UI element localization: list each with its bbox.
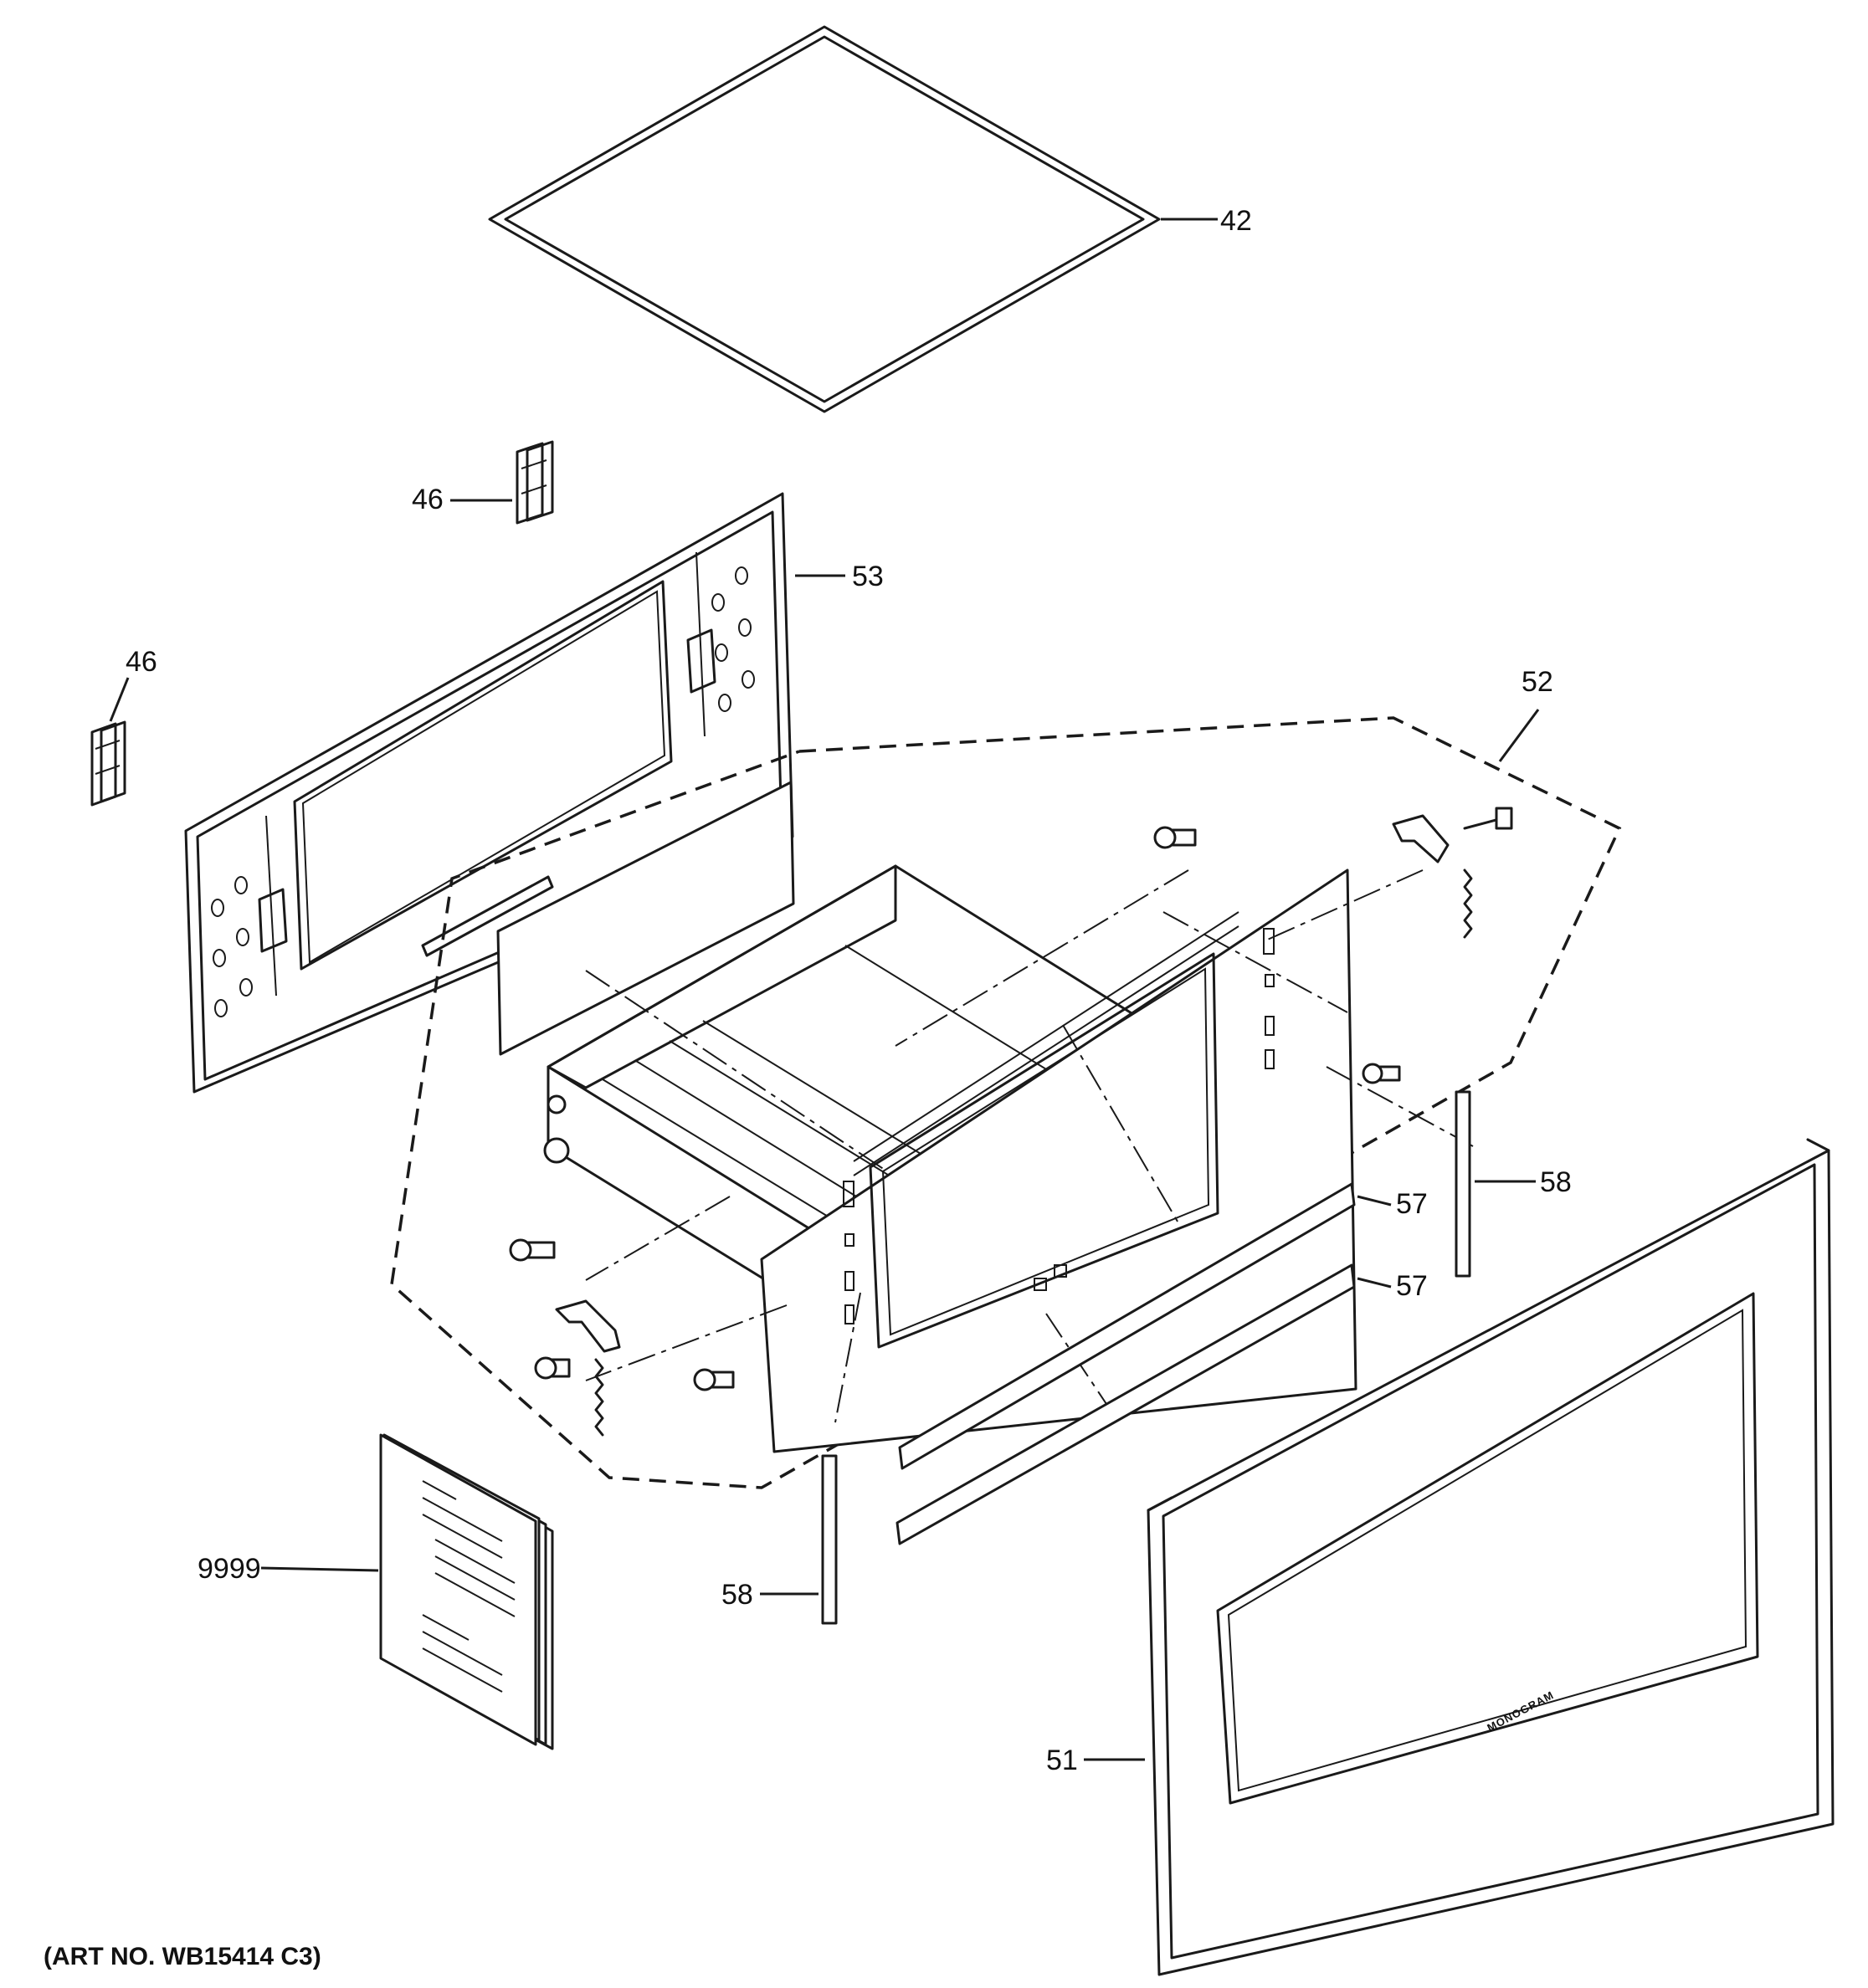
part-52-assembly-boundary	[390, 709, 1622, 1489]
callout-46-lower: 46	[126, 646, 157, 678]
oven-cavity-box	[496, 781, 1357, 1453]
callout-53: 53	[852, 561, 884, 592]
callout-46-upper: 46	[412, 484, 444, 515]
callout-51: 51	[1046, 1745, 1078, 1776]
callout-57-lower: 57	[1396, 1270, 1428, 1302]
part-57-gasket-upper	[898, 1182, 1392, 1470]
part-46-clip-lower	[90, 677, 130, 807]
callout-58-right: 58	[1540, 1166, 1572, 1198]
part-58-strip-left	[760, 1454, 838, 1625]
part-53-back-panel	[184, 492, 845, 1094]
part-9999-literature	[260, 1433, 554, 1750]
callout-57-upper: 57	[1396, 1188, 1428, 1220]
part-57-gasket-lower	[896, 1263, 1392, 1545]
part-51-door	[1084, 1138, 1835, 1976]
hinge-hardware	[509, 807, 1513, 1437]
callout-52: 52	[1522, 666, 1553, 698]
part-42-top-panel	[488, 25, 1218, 413]
assembly-lines	[585, 869, 1474, 1423]
callout-42: 42	[1220, 205, 1252, 237]
art-number: (ART NO. WB15414 C3)	[44, 1943, 321, 1970]
callout-58-left: 58	[721, 1579, 753, 1611]
part-46-clip-upper	[450, 440, 554, 525]
callout-9999: 9999	[198, 1553, 261, 1585]
part-58-strip-right	[1455, 1090, 1536, 1278]
